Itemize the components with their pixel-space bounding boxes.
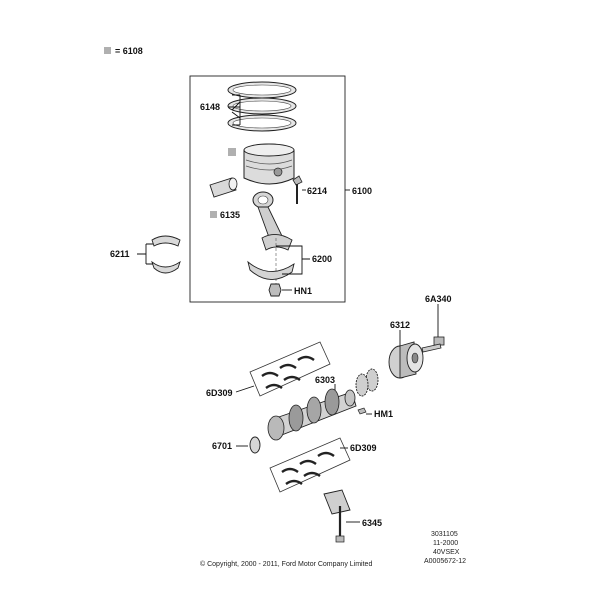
connecting-rod	[252, 191, 293, 251]
label-6312: 6312	[390, 320, 410, 330]
label-6214: 6214	[307, 186, 327, 196]
rear-oil-seal	[249, 436, 261, 454]
label-6345: 6345	[362, 518, 382, 528]
label-6148: 6148	[200, 102, 220, 112]
main-bearing-set-upper	[249, 341, 331, 397]
label-6303: 6303	[315, 375, 335, 385]
label-6A340: 6A340	[425, 294, 452, 304]
footer-code-3: 40VSEX	[433, 549, 460, 556]
footer-code-2: 11-2000	[433, 540, 458, 547]
piston-assembly-frame	[189, 75, 346, 303]
piston-rings	[227, 81, 297, 132]
crankshaft-sprocket	[355, 368, 379, 397]
label-HN1: HN1	[294, 286, 312, 296]
marker-6135	[210, 211, 217, 218]
piston-pin	[209, 177, 238, 198]
legend-marker	[104, 47, 111, 54]
rod-cap	[247, 260, 295, 280]
crankshaft	[267, 388, 357, 441]
label-6D309-lower: 6D309	[350, 443, 377, 453]
label-HM1: HM1	[374, 409, 393, 419]
legend-text: = 6108	[115, 46, 143, 56]
copyright: © Copyright, 2000 - 2011, Ford Motor Com…	[200, 560, 372, 568]
label-6100: 6100	[352, 186, 372, 196]
label-6D309-upper: 6D309	[206, 388, 233, 398]
rod-bolt	[292, 175, 303, 204]
crankshaft-pulley-hub	[388, 341, 424, 379]
label-6200: 6200	[312, 254, 332, 264]
main-bearing-cap	[323, 489, 351, 543]
rod-nut	[268, 283, 282, 297]
footer-code-4: A0005672-12	[424, 558, 466, 565]
piston	[228, 143, 295, 185]
label-6135: 6135	[220, 210, 240, 220]
crank-pulley-bolt	[421, 336, 445, 353]
main-bearing-shells	[151, 235, 181, 274]
main-bearing-set-lower	[269, 437, 351, 493]
label-6701: 6701	[212, 441, 232, 451]
label-6211: 6211	[110, 249, 130, 259]
footer-code-1: 3031105	[431, 531, 458, 538]
crankshaft-key	[357, 407, 367, 415]
